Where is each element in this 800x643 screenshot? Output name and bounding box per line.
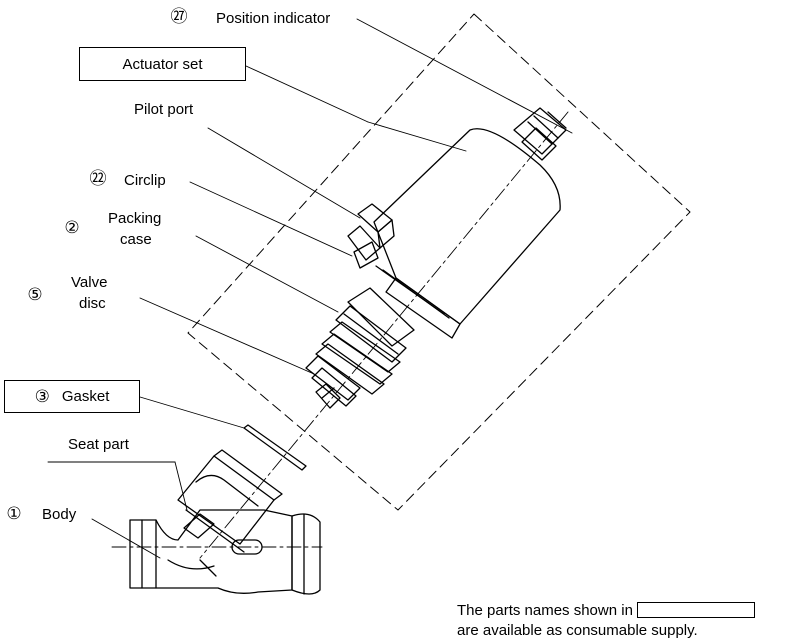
body-label: Body xyxy=(42,506,77,523)
valve-body xyxy=(129,449,321,595)
seat-part-label: Seat part xyxy=(68,436,129,453)
center-axis xyxy=(199,111,569,559)
footnote-text-1: The parts names shown in xyxy=(457,602,633,619)
gasket-part xyxy=(243,424,307,471)
footnote-line1: The parts names shown in xyxy=(457,601,755,620)
footnote-line2: are available as consumable supply. xyxy=(457,622,698,639)
position-indicator-label: Position indicator xyxy=(216,10,331,27)
valve-disc-label-line1: Valve xyxy=(71,274,108,291)
valve-disc-label-line2: disc xyxy=(79,295,106,312)
pilot-port-label: Pilot port xyxy=(134,101,194,118)
position-indicator-part xyxy=(513,107,567,161)
packing-case-label-line1: Packing xyxy=(108,210,162,227)
actuator-set-boundary xyxy=(187,13,691,511)
position-indicator-number: ㉗ xyxy=(170,7,188,26)
gasket-number: ③ xyxy=(34,386,50,406)
actuator-cylinder xyxy=(373,128,561,339)
pilot-port-fitting xyxy=(347,203,395,269)
gasket-label: Gasket xyxy=(61,388,110,405)
valve-disc-part xyxy=(305,355,361,409)
gasket-label-box: ③ Gasket xyxy=(4,380,140,413)
circlip-number: ㉒ xyxy=(89,169,107,188)
circlip-label: Circlip xyxy=(124,172,166,189)
packing-case-part xyxy=(315,287,415,395)
packing-case-label-line2: case xyxy=(120,231,152,248)
leader-lines xyxy=(47,18,573,559)
body-number: ① xyxy=(6,504,22,523)
valve-disc-number: ⑤ xyxy=(27,285,43,304)
actuator-set-label: Actuator set xyxy=(79,47,246,81)
packing-case-number: ② xyxy=(64,218,80,237)
consumable-legend-box xyxy=(636,602,755,618)
